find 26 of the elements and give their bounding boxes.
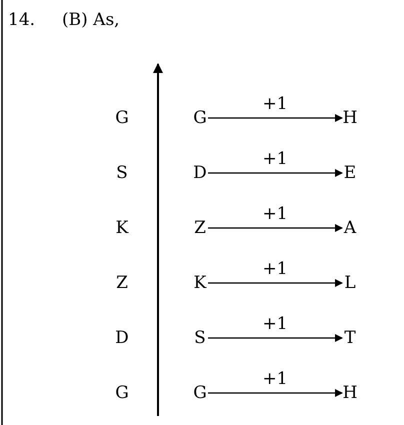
letter: L bbox=[340, 273, 360, 293]
letter: S bbox=[190, 328, 210, 348]
letter: A bbox=[340, 218, 360, 238]
arrow bbox=[208, 389, 343, 397]
letter: S bbox=[115, 163, 129, 183]
arrow bbox=[208, 169, 343, 177]
letter: T bbox=[340, 328, 360, 348]
letter: G bbox=[190, 383, 210, 403]
letter: K bbox=[190, 273, 210, 293]
arrow bbox=[208, 279, 343, 287]
letter: H bbox=[340, 383, 360, 403]
letter: Z bbox=[190, 218, 210, 238]
arrow bbox=[208, 224, 343, 232]
arrow bbox=[208, 334, 343, 342]
letter: G bbox=[114, 108, 130, 128]
letter: K bbox=[114, 218, 130, 238]
answer-text: (B) As, bbox=[62, 10, 120, 30]
letter: G bbox=[190, 108, 210, 128]
question-number: 14. bbox=[8, 10, 36, 30]
letter: H bbox=[340, 108, 360, 128]
letter: G bbox=[114, 383, 130, 403]
letter: Z bbox=[115, 273, 129, 293]
arrow bbox=[208, 114, 343, 122]
letter: D bbox=[190, 163, 210, 183]
letter: D bbox=[114, 328, 130, 348]
letter: E bbox=[340, 163, 360, 183]
